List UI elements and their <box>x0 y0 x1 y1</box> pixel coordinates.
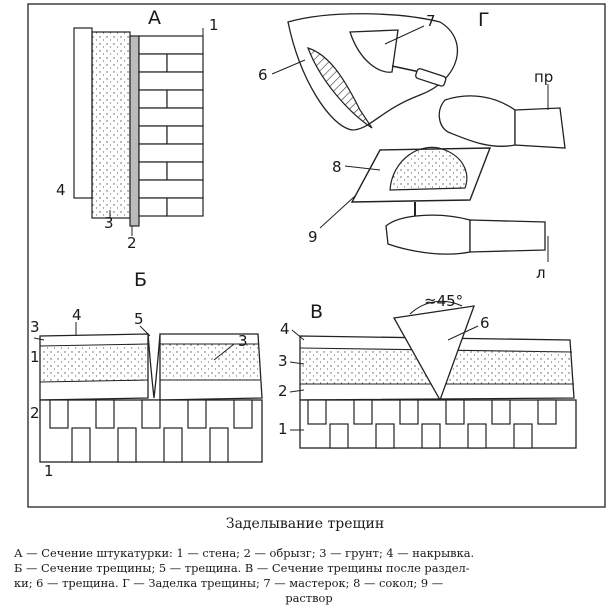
panel-g: Г 6 7 8 9 пр л <box>258 9 566 282</box>
panel-v-label-1: 1 <box>278 420 288 438</box>
leader-b5 <box>139 325 151 337</box>
brick-wall-a <box>138 35 204 217</box>
plaster-spray-layer <box>129 35 140 227</box>
trowel-blade <box>349 29 399 73</box>
caption-line-3: ки; 6 — трещина. Г — Заделка трещины; 7 … <box>14 576 444 590</box>
panel-b-label-3b: 3 <box>238 332 248 350</box>
panel-v-letter: В <box>310 301 323 323</box>
mortar-heap <box>389 146 468 191</box>
panel-v-label-4: 4 <box>280 320 290 338</box>
wall-section <box>287 13 458 131</box>
leader-b3b <box>213 343 235 361</box>
panel-b-label-1b: 1 <box>44 462 54 480</box>
v-bricks <box>307 399 557 449</box>
panel-a-letter: А <box>148 7 161 29</box>
right-hand <box>438 95 516 147</box>
leader-b3 <box>33 337 45 341</box>
crack-fill <box>307 47 373 129</box>
plaster-base-layer <box>91 31 131 219</box>
panel-g-label-9: 9 <box>308 228 318 246</box>
panel-b-label-2: 2 <box>30 404 40 422</box>
b-layer4-line-left <box>39 343 149 347</box>
trowel-handle <box>415 68 447 87</box>
caption-line-2: Б — Сечение трещины; 5 — трещина. В — Се… <box>14 561 470 575</box>
b-layer3-left <box>40 346 148 382</box>
right-sleeve <box>514 107 566 149</box>
leader-v3 <box>289 361 305 365</box>
leader-v4 <box>291 329 305 341</box>
trowel-neck <box>391 65 421 73</box>
figure-frame <box>27 3 606 508</box>
panel-b-label-5: 5 <box>134 310 144 328</box>
panel-a-label-1: 1 <box>209 16 219 34</box>
b-crack <box>147 333 161 399</box>
panel-b-label-1: 1 <box>30 348 40 366</box>
panel-v-label-2: 2 <box>278 382 288 400</box>
left-hand <box>385 214 471 255</box>
panel-g-label-8: 8 <box>332 158 342 176</box>
panel-g-label-7: 7 <box>426 12 436 30</box>
panel-b-label-3: 3 <box>30 318 40 336</box>
panel-v-angle: ≈45° <box>424 292 463 310</box>
caption-body: А — Сечение штукатурки: 1 — стена; 2 — о… <box>14 546 604 606</box>
v-groove <box>392 305 475 402</box>
left-sleeve <box>469 219 546 253</box>
panel-b-label-4: 4 <box>72 306 82 324</box>
caption-line-4: раствор <box>285 591 333 605</box>
b-layer3-right <box>160 344 260 380</box>
panel-a: А 1 2 3 4 <box>56 7 219 252</box>
leader-v6 <box>447 325 479 341</box>
panel-v-label-6: 6 <box>480 314 490 332</box>
panel-a-label-3: 3 <box>104 214 114 232</box>
leader-g9 <box>319 195 356 229</box>
leader-v2 <box>289 389 305 393</box>
b-bricks <box>49 399 253 463</box>
figure: А 1 2 3 4 Г 6 7 8 9 <box>27 3 606 508</box>
panel-g-label-right-hand: пр <box>534 68 553 86</box>
leader-g7 <box>384 25 425 45</box>
panel-b-letter: Б <box>134 269 147 291</box>
b-layer2-line-left <box>39 379 149 383</box>
panel-v: В ≈45° 4 3 2 1 6 <box>278 292 577 449</box>
caption-title: Заделывание трещин <box>225 516 385 532</box>
panel-v-label-3: 3 <box>278 352 288 370</box>
leader-g8 <box>344 165 381 171</box>
panel-g-label-left-hand: л <box>536 264 546 282</box>
panel-a-label-4: 4 <box>56 181 66 199</box>
caption-line-1: А — Сечение штукатурки: 1 — стена; 2 — о… <box>14 546 475 560</box>
panel-g-letter: Г <box>478 9 490 31</box>
v-angle-arc <box>409 300 463 315</box>
plaster-finish-layer <box>73 27 93 199</box>
leader-g6 <box>271 59 306 75</box>
panel-g-label-6: 6 <box>258 66 268 84</box>
panel-a-label-2: 2 <box>127 234 137 252</box>
panel-b: Б 3 4 5 3 1 2 1 <box>30 269 263 480</box>
